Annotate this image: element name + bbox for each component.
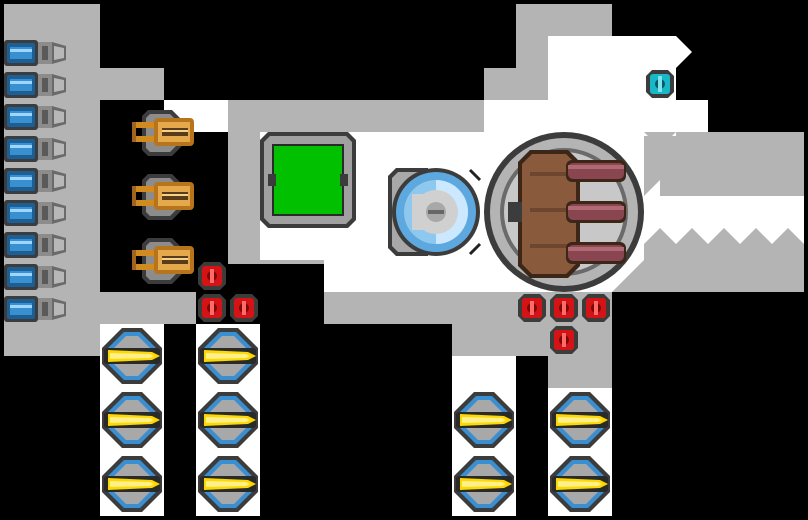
- engine-icon[interactable]: [548, 452, 612, 516]
- side-thruster-icon[interactable]: [4, 102, 68, 132]
- engine-icon[interactable]: [196, 388, 260, 452]
- side-thruster-icon[interactable]: [4, 38, 68, 68]
- ammo-box-icon[interactable]: [548, 324, 580, 356]
- hull-bottom-stub: [548, 356, 612, 388]
- hull-upper-arm: [100, 68, 164, 100]
- engine-icon[interactable]: [100, 388, 164, 452]
- ammo-box-icon[interactable]: [196, 292, 228, 324]
- cockpit-icon[interactable]: [388, 164, 484, 260]
- sensor-module-icon[interactable]: [644, 68, 676, 100]
- ammo-box-icon[interactable]: [548, 292, 580, 324]
- hull-gap: [100, 100, 132, 292]
- hull-bottom-block: [452, 320, 612, 356]
- autocannon-icon[interactable]: [132, 232, 196, 288]
- engine-icon[interactable]: [548, 388, 612, 452]
- hull-lower-arm: [100, 292, 196, 324]
- engine-icon[interactable]: [100, 324, 164, 388]
- ammo-box-icon[interactable]: [580, 292, 612, 324]
- floor-upper-right: [644, 100, 708, 132]
- side-thruster-icon[interactable]: [4, 70, 68, 100]
- engine-icon[interactable]: [196, 324, 260, 388]
- hull-right-lower-jaw: [644, 244, 804, 292]
- side-thruster-icon[interactable]: [4, 262, 68, 292]
- engine-icon[interactable]: [452, 388, 516, 452]
- autocannon-icon[interactable]: [132, 168, 196, 224]
- ammo-box-icon[interactable]: [516, 292, 548, 324]
- hull-gap-2: [196, 132, 228, 260]
- triple-cannon-turret-icon[interactable]: [484, 132, 644, 292]
- reactor-icon[interactable]: [260, 132, 356, 228]
- engine-icon[interactable]: [452, 452, 516, 516]
- side-thruster-icon[interactable]: [4, 198, 68, 228]
- autocannon-icon[interactable]: [132, 104, 196, 160]
- engine-icon[interactable]: [100, 452, 164, 516]
- ammo-box-icon[interactable]: [196, 260, 228, 292]
- engine-icon[interactable]: [196, 452, 260, 516]
- ammo-box-icon[interactable]: [228, 292, 260, 324]
- side-thruster-icon[interactable]: [4, 294, 68, 324]
- side-thruster-icon[interactable]: [4, 230, 68, 260]
- floor-lower-room: [324, 260, 484, 292]
- side-thruster-icon[interactable]: [4, 166, 68, 196]
- hull-top-step: [484, 68, 548, 104]
- side-thruster-icon[interactable]: [4, 134, 68, 164]
